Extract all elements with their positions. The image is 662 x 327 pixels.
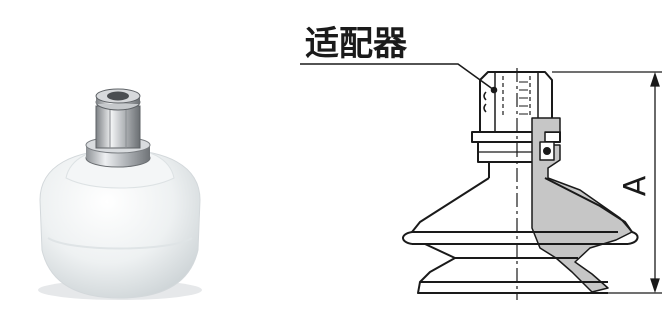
adapter-leader (300, 63, 498, 94)
adapter-label: 适配器 (305, 24, 408, 64)
adapter-hex-nut (479, 71, 553, 133)
cup-bellows (417, 243, 608, 294)
dimension-A (552, 71, 662, 294)
cup-upper-cone (402, 177, 639, 245)
technical-drawing (402, 68, 639, 300)
product-photo (38, 88, 202, 300)
dimension-label: A (618, 175, 653, 196)
